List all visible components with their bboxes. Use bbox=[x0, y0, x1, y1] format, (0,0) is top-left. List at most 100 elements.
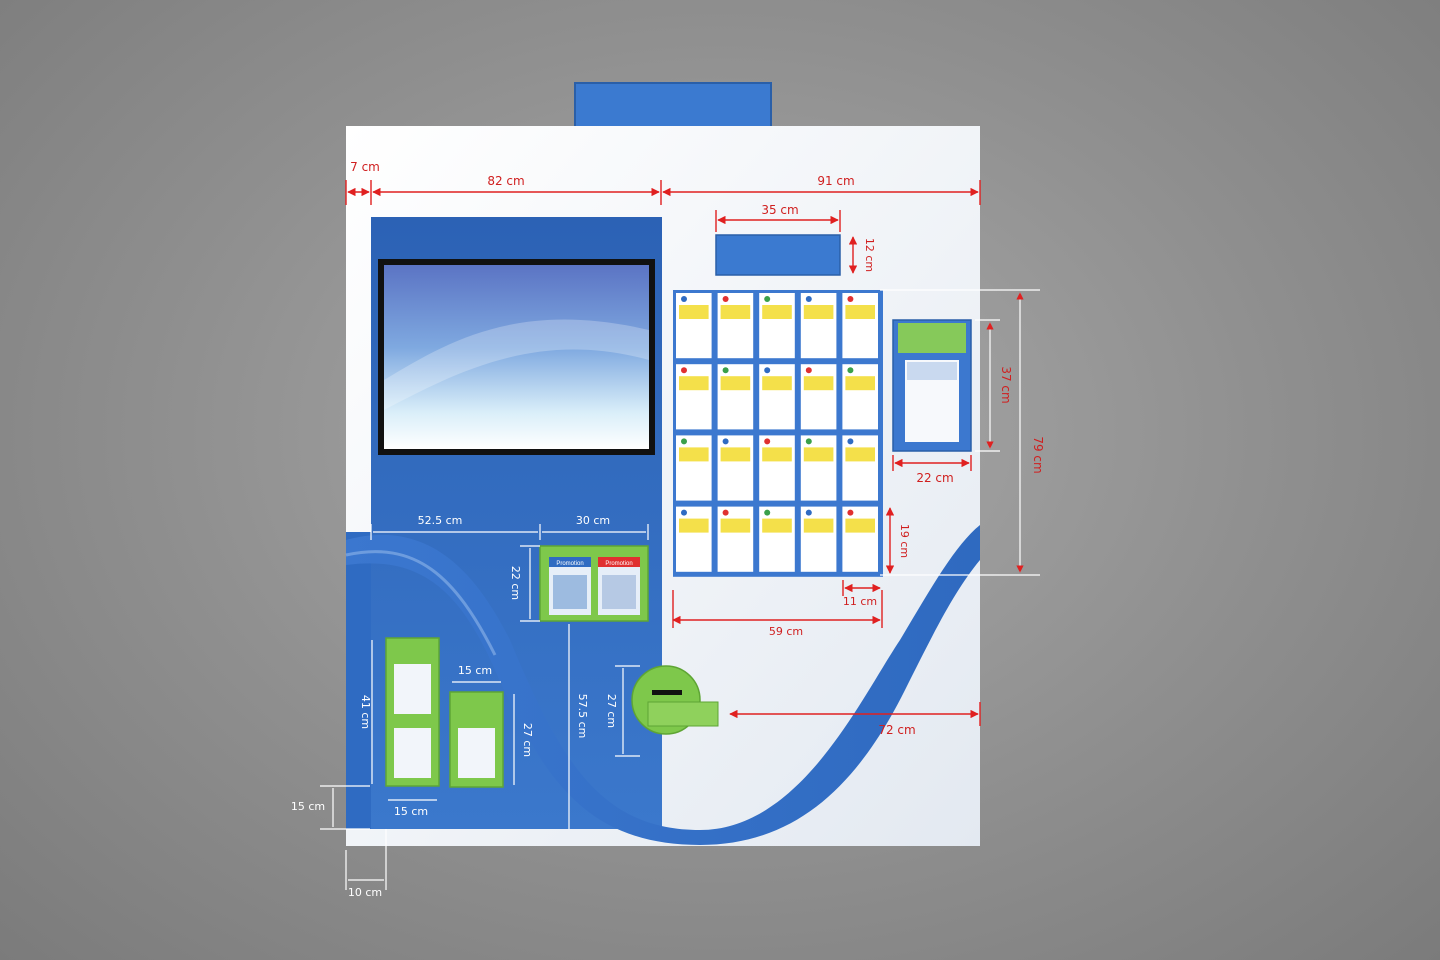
lower-left-blue-block bbox=[346, 532, 371, 829]
extension-lines bbox=[320, 289, 1040, 890]
leaflet-logo-icon bbox=[847, 296, 854, 302]
leaflet-logo-icon bbox=[681, 509, 687, 516]
leaflet-logo-icon bbox=[681, 296, 687, 302]
leaflet-pocket bbox=[759, 506, 795, 572]
leaflet-highlight-band bbox=[679, 447, 709, 462]
dim-label-10cm: 10 cm bbox=[348, 886, 382, 899]
leaflet-logo-icon bbox=[722, 509, 729, 516]
leaflet-logo-icon bbox=[722, 367, 729, 374]
dim-label-15cm-bottom: 15 cm bbox=[394, 805, 428, 818]
dim-label-57-5cm: 57.5 cm bbox=[576, 694, 589, 739]
dim-label-22cm-brochure: 22 cm bbox=[509, 566, 522, 600]
dim-label-79cm: 79 cm bbox=[1031, 436, 1045, 473]
dim-label-72cm: 72 cm bbox=[878, 723, 915, 737]
leaflet-pocket bbox=[759, 435, 795, 501]
leaflet-highlight-band bbox=[762, 518, 792, 533]
leaflet-logo-icon bbox=[847, 367, 854, 374]
dim-label-27cm-box: 27 cm bbox=[605, 694, 618, 728]
leaflet-highlight-band bbox=[762, 447, 792, 462]
leaflet-pocket bbox=[717, 364, 754, 430]
leaflet-highlight-band bbox=[803, 305, 834, 319]
dim-label-15cm-side: 15 cm bbox=[291, 800, 325, 813]
leaflet-highlight-band bbox=[762, 376, 792, 391]
leaflet-pocket bbox=[842, 506, 878, 572]
leaflet-pocket bbox=[800, 506, 837, 572]
tall-holder-card-top bbox=[394, 664, 431, 714]
leaflet-logo-icon bbox=[764, 367, 771, 374]
leaflet-highlight-band bbox=[720, 518, 751, 533]
leaflet-highlight-band bbox=[679, 376, 709, 391]
brochure-left-label: Promotion bbox=[556, 561, 583, 567]
leaflet-logo-icon bbox=[764, 438, 771, 445]
tall-holder-card-bottom bbox=[394, 728, 431, 778]
leaflet-pocket bbox=[676, 506, 712, 572]
brochure-right-tab bbox=[598, 557, 640, 567]
brochure-right-photo bbox=[602, 575, 636, 609]
leaflet-pocket bbox=[842, 364, 878, 430]
brochure-right-label: Promotion bbox=[605, 561, 632, 567]
leaflet-pocket bbox=[717, 506, 754, 572]
leaflet-highlight-band bbox=[803, 447, 834, 462]
brochure-left-photo bbox=[553, 575, 587, 609]
dim-label-7cm: 7 cm bbox=[350, 160, 380, 174]
leaflet-highlight-band bbox=[845, 305, 875, 319]
leaflet-pocket bbox=[717, 435, 754, 501]
short-holder-card bbox=[458, 728, 495, 778]
screen-wave bbox=[384, 319, 649, 410]
leaflet-logo-icon bbox=[764, 509, 771, 516]
leaflet-highlight-band bbox=[845, 447, 875, 462]
dim-label-19cm: 19 cm bbox=[898, 524, 911, 558]
leaflet-pocket bbox=[676, 293, 712, 359]
leaflet-logo-icon bbox=[805, 296, 812, 302]
leaflet-highlight-band bbox=[720, 447, 751, 462]
dim-label-52-5cm: 52.5 cm bbox=[418, 514, 463, 527]
leaflet-highlight-band bbox=[762, 305, 792, 319]
leaflet-pocket bbox=[800, 293, 837, 359]
leaflet-highlight-band bbox=[845, 376, 875, 391]
dim-label-91cm: 91 cm bbox=[817, 174, 854, 188]
leaflet-logo-icon bbox=[681, 438, 687, 445]
small-header-sign bbox=[715, 234, 841, 276]
dim-label-82cm: 82 cm bbox=[487, 174, 524, 188]
swoosh-band bbox=[346, 525, 980, 845]
dim-label-35cm: 35 cm bbox=[761, 203, 798, 217]
dim-label-12cm: 12 cm bbox=[863, 238, 876, 272]
leaflet-pocket bbox=[676, 364, 712, 430]
leaflet-pocket bbox=[842, 435, 878, 501]
green-box-slot bbox=[652, 690, 682, 695]
leaflet-highlight-band bbox=[845, 518, 875, 533]
dimension-lines bbox=[345, 180, 981, 726]
leaflet-highlight-band bbox=[679, 518, 709, 533]
leaflet-pocket bbox=[759, 293, 795, 359]
dim-label-30cm: 30 cm bbox=[576, 514, 610, 527]
dim-label-27cm-holder: 27 cm bbox=[521, 723, 534, 757]
dim-label-22cm-card: 22 cm bbox=[916, 471, 953, 485]
card-holder-card-header bbox=[907, 362, 957, 380]
dim-label-15cm-top: 15 cm bbox=[458, 664, 492, 677]
leaflet-grid bbox=[673, 290, 883, 577]
screen bbox=[384, 265, 649, 449]
leaflet-pocket bbox=[759, 364, 795, 430]
brochure-left-tab bbox=[549, 557, 591, 567]
leaflet-logo-icon bbox=[681, 367, 687, 374]
leaflet-logo-icon bbox=[805, 367, 812, 374]
leaflet-highlight-band bbox=[803, 518, 834, 533]
card-holder-header bbox=[898, 323, 966, 353]
dim-label-59cm: 59 cm bbox=[769, 625, 803, 638]
leaflet-highlight-band bbox=[720, 376, 751, 391]
leaflet-pocket bbox=[800, 435, 837, 501]
leaflet-logo-icon bbox=[722, 296, 729, 302]
leaflet-highlight-band bbox=[720, 305, 751, 319]
leaflet-logo-icon bbox=[847, 438, 854, 445]
leaflet-logo-icon bbox=[847, 509, 854, 516]
dim-label-37cm: 37 cm bbox=[999, 366, 1013, 403]
leaflet-highlight-band bbox=[679, 305, 709, 319]
leaflet-highlight-band bbox=[803, 376, 834, 391]
leaflet-pocket bbox=[800, 364, 837, 430]
leaflet-logo-icon bbox=[805, 509, 812, 516]
green-box-front bbox=[647, 701, 719, 727]
leaflet-pocket bbox=[717, 293, 754, 359]
white-dimension-lines bbox=[332, 292, 1024, 881]
dim-label-41cm: 41 cm bbox=[359, 695, 372, 729]
